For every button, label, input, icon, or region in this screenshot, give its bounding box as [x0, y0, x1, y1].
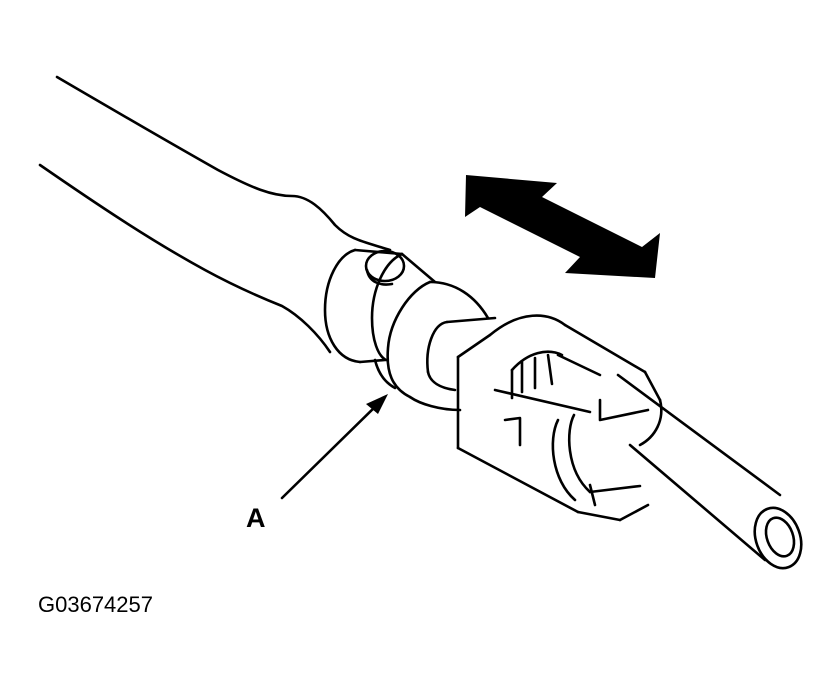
double-headed-arrow-icon: [465, 175, 660, 278]
flexible-hose: [38, 75, 392, 354]
connector-body: [373, 252, 490, 412]
callout-a-leader: [280, 398, 384, 500]
callout-a-label: A: [246, 503, 266, 533]
callout-a-arrowhead: [366, 394, 388, 414]
hose-ferrule: [323, 248, 404, 364]
figure-id: G03674257: [38, 592, 153, 617]
pipe-stub: [426, 316, 497, 392]
retaining-knob: [364, 249, 406, 286]
rigid-pipe: [616, 373, 803, 570]
quick-connect-clip: [456, 314, 663, 522]
